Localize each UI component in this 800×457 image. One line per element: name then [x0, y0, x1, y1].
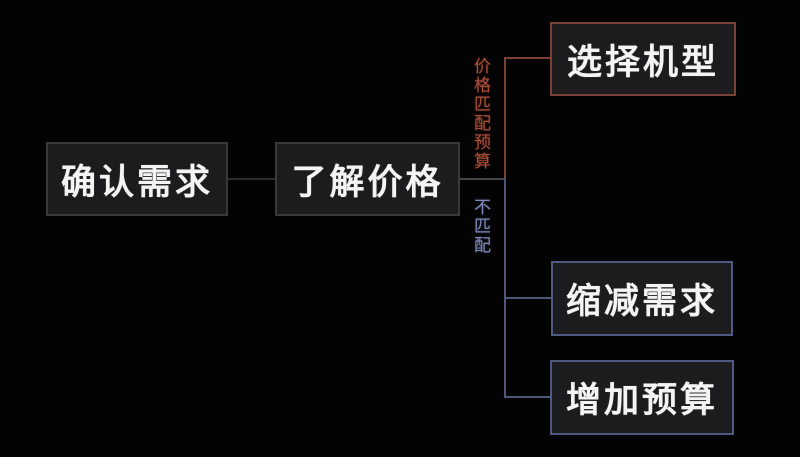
node-reduce-requirements-label: 缩减需求 — [565, 282, 718, 321]
edge-price-junction-stub — [460, 178, 506, 180]
node-select-model-label: 选择机型 — [566, 42, 719, 82]
node-reduce-requirements: 缩减需求 — [551, 261, 733, 336]
node-increase-budget: 增加预算 — [550, 360, 734, 435]
edge-label-no-match: 不匹配 — [471, 198, 490, 255]
edge-nomatch-to-budget-line — [504, 396, 550, 398]
edge-nomatch-to-reduce-line — [504, 297, 551, 299]
node-understand-price: 了解价格 — [275, 142, 460, 216]
edge-nomatch-vertical-line — [504, 178, 506, 398]
edge-match-to-select-line — [504, 57, 550, 59]
node-confirm-requirements-label: 确认需求 — [60, 162, 213, 202]
node-understand-price-label: 了解价格 — [291, 162, 444, 202]
edge-confirm-to-price — [228, 178, 275, 180]
node-confirm-requirements: 确认需求 — [46, 142, 228, 216]
node-increase-budget-label: 增加预算 — [565, 381, 718, 420]
node-select-model: 选择机型 — [550, 22, 736, 96]
edge-label-price-matches-budget: 价格匹配预算 — [471, 57, 490, 171]
edge-match-vertical-line — [504, 57, 506, 180]
